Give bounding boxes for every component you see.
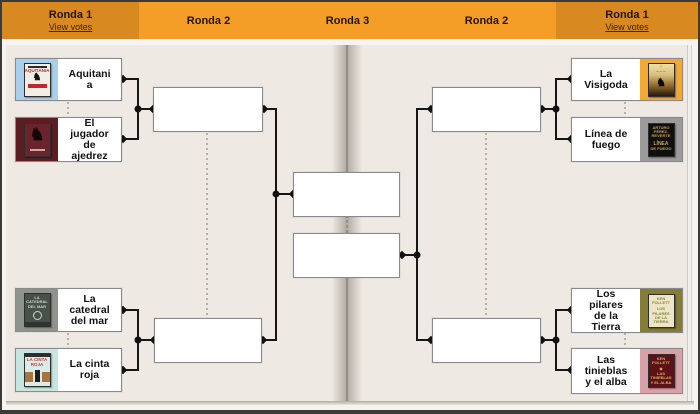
cover-title-text: Y EL ALBA — [650, 379, 672, 385]
round-label: Ronda 1 — [48, 9, 93, 21]
book-title: Los pilares de la Tierra — [589, 287, 623, 333]
horse-rider-icon: ♞ — [656, 77, 666, 90]
bracket-slot-el-jugador-de-ajedrez[interactable]: ♞ El jugador de ajedrez — [15, 117, 122, 162]
book-title: La cinta roja — [69, 358, 110, 381]
cover-art-linea: ARTURO PÉREZ-REVERTE LÍNEA DE FUEGO — [647, 122, 675, 157]
cover-author-text: FOLLETT — [652, 299, 670, 305]
book-title: Aquitani a — [68, 67, 111, 91]
view-votes-link[interactable]: View votes — [48, 22, 93, 32]
bracket-slot-las-tinieblas-y-el-alba[interactable]: KEN FOLLETT ◆ LAS TINIEBLAS Y EL ALBA La… — [571, 348, 683, 394]
page-edge — [687, 45, 696, 401]
round-label: Ronda 3 — [325, 14, 370, 27]
book-cover-thumbnail: LA CINTA ROJA — [16, 349, 58, 391]
bracket-slot-linea-de-fuego[interactable]: ARTURO PÉREZ-REVERTE LÍNEA DE FUEGO Líne… — [571, 117, 683, 162]
bracket-slot-los-pilares-de-la-tierra[interactable]: KEN FOLLETT LOS PILARES DE LA TIERRA Los… — [571, 288, 683, 333]
cover-author-text: PÉREZ-REVERTE — [651, 128, 671, 139]
book-cover-thumbnail: ♞ — [16, 118, 58, 161]
book-cover-thumbnail: ARTURO PÉREZ-REVERTE LÍNEA DE FUEGO — [640, 118, 682, 161]
header-round1-right: Ronda 1 View votes — [556, 2, 698, 39]
round-label: Ronda 2 — [464, 14, 509, 27]
bracket-slot-la-visigoda[interactable]: ✝ ─ ─ ─ ♞ La Visigoda — [571, 58, 683, 101]
cover-art-jugador: ♞ — [23, 122, 51, 157]
page-bottom-shadow — [6, 401, 694, 405]
slot-round2-right-top — [432, 87, 541, 132]
bracket-slot-la-catedral-del-mar[interactable]: LA CATEDRAL DEL MAR La catedral del mar — [15, 288, 122, 332]
cover-title-text: AQUITANIA — [24, 67, 50, 73]
rounds-header: Ronda 1 View votes Ronda 2 Ronda 3 Ronda… — [2, 2, 698, 39]
rose-window-icon — [32, 311, 42, 321]
cover-title-text: DE LA — [655, 315, 667, 321]
book-cover-thumbnail: ✝ ─ ─ ─ ♞ — [640, 59, 682, 100]
header-round3: Ronda 3 — [278, 2, 417, 39]
animal-silhouette-icon: ♞ — [32, 72, 42, 84]
cover-author-text: KEN — [656, 356, 666, 361]
cover-title-text: LAS TINIEBLAS — [650, 370, 672, 381]
cover-art-tinieblas: KEN FOLLETT ◆ LAS TINIEBLAS Y EL ALBA — [647, 354, 675, 388]
cover-title-text: TIERRA — [653, 319, 669, 325]
cover-title-text: LA CINTA — [26, 357, 48, 362]
book-cover-thumbnail: KEN FOLLETT ◆ LAS TINIEBLAS Y EL ALBA — [640, 349, 682, 393]
slot-round2-left-top — [153, 87, 263, 132]
book-cover-thumbnail: AQUITANIA ♞ — [16, 59, 58, 100]
book-title: Las tinieblas y el alba — [584, 353, 628, 388]
book-title: Línea de fuego — [584, 127, 628, 151]
cover-title-text: LA CATEDRAL — [26, 295, 48, 305]
slot-final-bottom — [293, 233, 400, 278]
bracket-stage: Ronda 1 View votes Ronda 2 Ronda 3 Ronda… — [2, 2, 698, 410]
cover-title-text: LOS PILARES — [652, 306, 670, 316]
round-label: Ronda 2 — [186, 14, 231, 27]
view-votes-link[interactable]: View votes — [605, 22, 649, 32]
book-title: El jugador de ajedrez — [70, 116, 109, 162]
cover-art-pilares: KEN FOLLETT LOS PILARES DE LA TIERRA — [647, 293, 675, 328]
cover-title-text: DEL MAR — [27, 303, 47, 309]
cover-title-text: LÍNEA — [653, 140, 669, 147]
slot-round2-left-bottom — [154, 318, 262, 363]
book-title: La catedral del mar — [69, 292, 110, 327]
book-cover-thumbnail: LA CATEDRAL DEL MAR — [16, 289, 58, 331]
bracket-slot-la-cinta-roja[interactable]: LA CINTA ROJA La cinta roja — [15, 348, 122, 392]
cover-art-aquitania: AQUITANIA ♞ — [23, 62, 51, 97]
bracket-slot-aquitania[interactable]: AQUITANIA ♞ Aquitani a — [15, 58, 122, 101]
chess-knight-icon: ♞ — [29, 124, 45, 144]
slot-final-top — [293, 172, 400, 217]
cover-author-text: ARTURO — [652, 124, 670, 130]
round-label: Ronda 1 — [605, 9, 649, 21]
cover-art-cinta: LA CINTA ROJA — [23, 353, 51, 387]
header-round2-right: Ronda 2 — [417, 2, 556, 39]
cover-author-text: KEN — [656, 295, 666, 301]
book-cover-thumbnail: KEN FOLLETT LOS PILARES DE LA TIERRA — [640, 289, 682, 332]
header-round1-left: Ronda 1 View votes — [2, 2, 139, 39]
cover-art-catedral: LA CATEDRAL DEL MAR — [23, 293, 51, 327]
book-title: La Visigoda — [584, 67, 628, 91]
slot-round2-right-bottom — [432, 318, 541, 363]
cover-author-text: FOLLETT — [652, 360, 670, 366]
header-round2-left: Ronda 2 — [139, 2, 278, 39]
figure-silhouette-icon — [34, 369, 40, 382]
cover-title-text: ROJA — [30, 361, 44, 367]
cover-title-text: DE FUEGO — [650, 146, 672, 152]
emblem-icon: ◆ — [659, 365, 663, 371]
cover-art-visigoda: ✝ ─ ─ ─ ♞ — [647, 62, 675, 97]
cross-icon: ✝ — [658, 64, 664, 71]
